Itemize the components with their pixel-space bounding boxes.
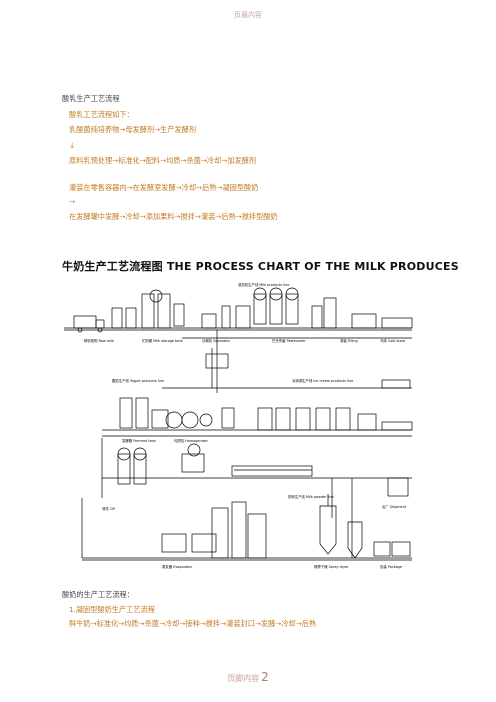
label-icecream-line: 冰淇淋生产线 Ice cream products line [292,378,353,383]
yogurt-line-4: 灌装在零售容器内→在发酵室发酵→冷却→后熟→凝固型酸奶 [69,183,259,192]
label-filling: 灌装 Filling [340,338,358,343]
acid-milk-subtitle: 1.凝固型酸奶生产工艺流程 [69,605,155,614]
yogurt-line-2: ↓ [69,141,76,150]
label-homogenizer: 均质机 Homogenizer [174,438,208,443]
label-pasteurizer: 巴氏杀菌 Pasteurizer [272,338,306,343]
yogurt-line-6: 在发酵罐中发酵→冷却→添加果料→搅拌→灌装→后熟→搅拌型酸奶 [69,212,278,221]
yogurt-title: 酸乳生产工艺流程 [62,94,120,103]
milk-process-chart: 牛奶生产工艺流程图 THE PROCESS CHART OF THE MILK … [62,258,459,583]
chart-title: 牛奶生产工艺流程图 THE PROCESS CHART OF THE MILK … [62,260,459,273]
yogurt-line-1: 乳酸菌纯培养物→母发酵剂→生产发酵剂 [69,125,197,134]
label-separator: 分离机 Separator [202,338,231,343]
process-diagram: 鲜奶收购 Raw milk 液态奶生产线 Milk products line … [64,282,413,569]
acid-milk-line: 鲜牛奶→标准化→均质→杀菌→冷却→接种→搅拌→灌装封口→发酵→冷却→后熟 [69,619,317,628]
footer-text: 页脚内容 [227,674,260,683]
acid-milk-title: 酸奶的生产工艺流程： [62,590,134,599]
label-evaporator: 蒸发器 Evaporator [162,564,193,569]
yogurt-line-3: 原料乳预处理→标准化→配料→均质→杀菌→冷却→加发酵剂 [69,156,257,165]
label-shipment: 出厂 Shipment [382,504,407,509]
label-milk-reception: 鲜奶收购 Raw milk [84,338,114,343]
label-cip: 清洗 CIP [102,506,115,511]
page-header: 页眉内容 [234,11,262,19]
label-powder-line: 奶粉生产线 Milk powder line [288,494,334,499]
yogurt-line-5: → [69,197,76,206]
label-dryer: 喷雾干燥 Spray dryer [314,564,349,569]
label-liquid-line: 液态奶生产线 Milk products line [238,282,289,287]
yogurt-subtitle: 酸乳工艺流程如下： [69,110,134,119]
label-package: 包装 Package [380,564,402,569]
label-ferment: 发酵罐 Ferment tank [122,438,156,443]
label-storage: 贮奶罐 Milk storage tank [142,338,183,343]
truck-icon [73,315,97,329]
page-number: 2 [261,670,269,684]
label-yogurt-line: 酸奶生产线 Yogurt products line [112,378,164,383]
label-cold-store: 冷库 Cold store [380,338,405,343]
